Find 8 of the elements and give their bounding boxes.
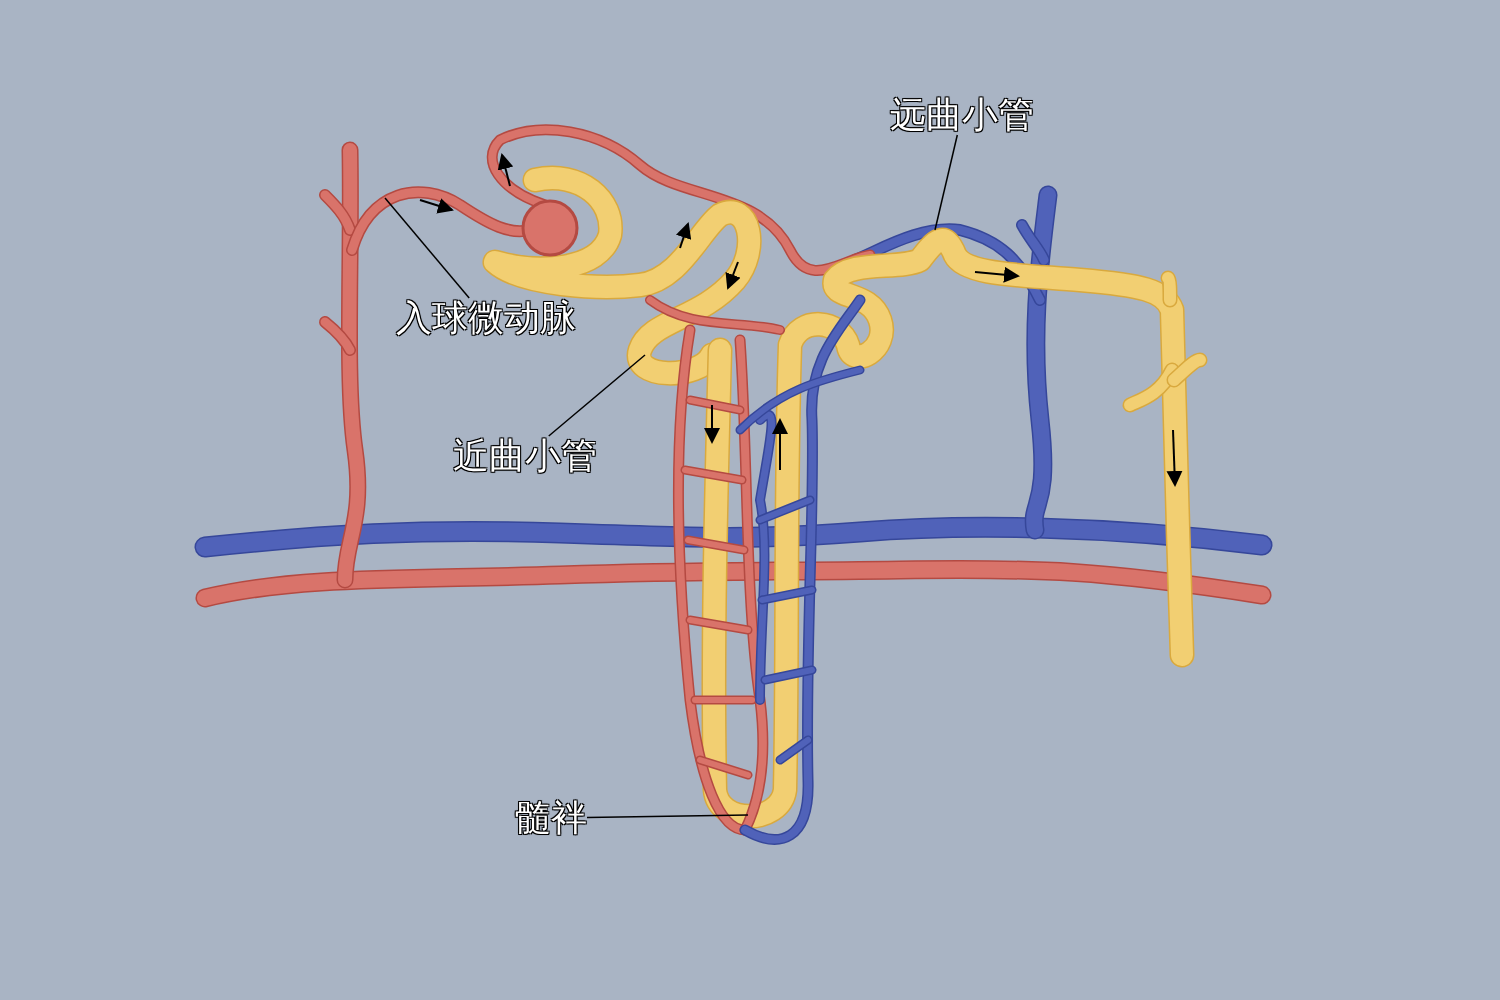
leader-line — [548, 354, 646, 437]
leader-line — [586, 814, 749, 819]
part-label: 远曲小管 — [890, 95, 1034, 135]
part-label: 入球微动脉 — [396, 298, 576, 338]
part-label: 髓袢 — [515, 798, 587, 838]
part-label: 近曲小管 — [453, 436, 597, 476]
leader-line — [384, 197, 470, 299]
leader-line — [934, 134, 959, 231]
